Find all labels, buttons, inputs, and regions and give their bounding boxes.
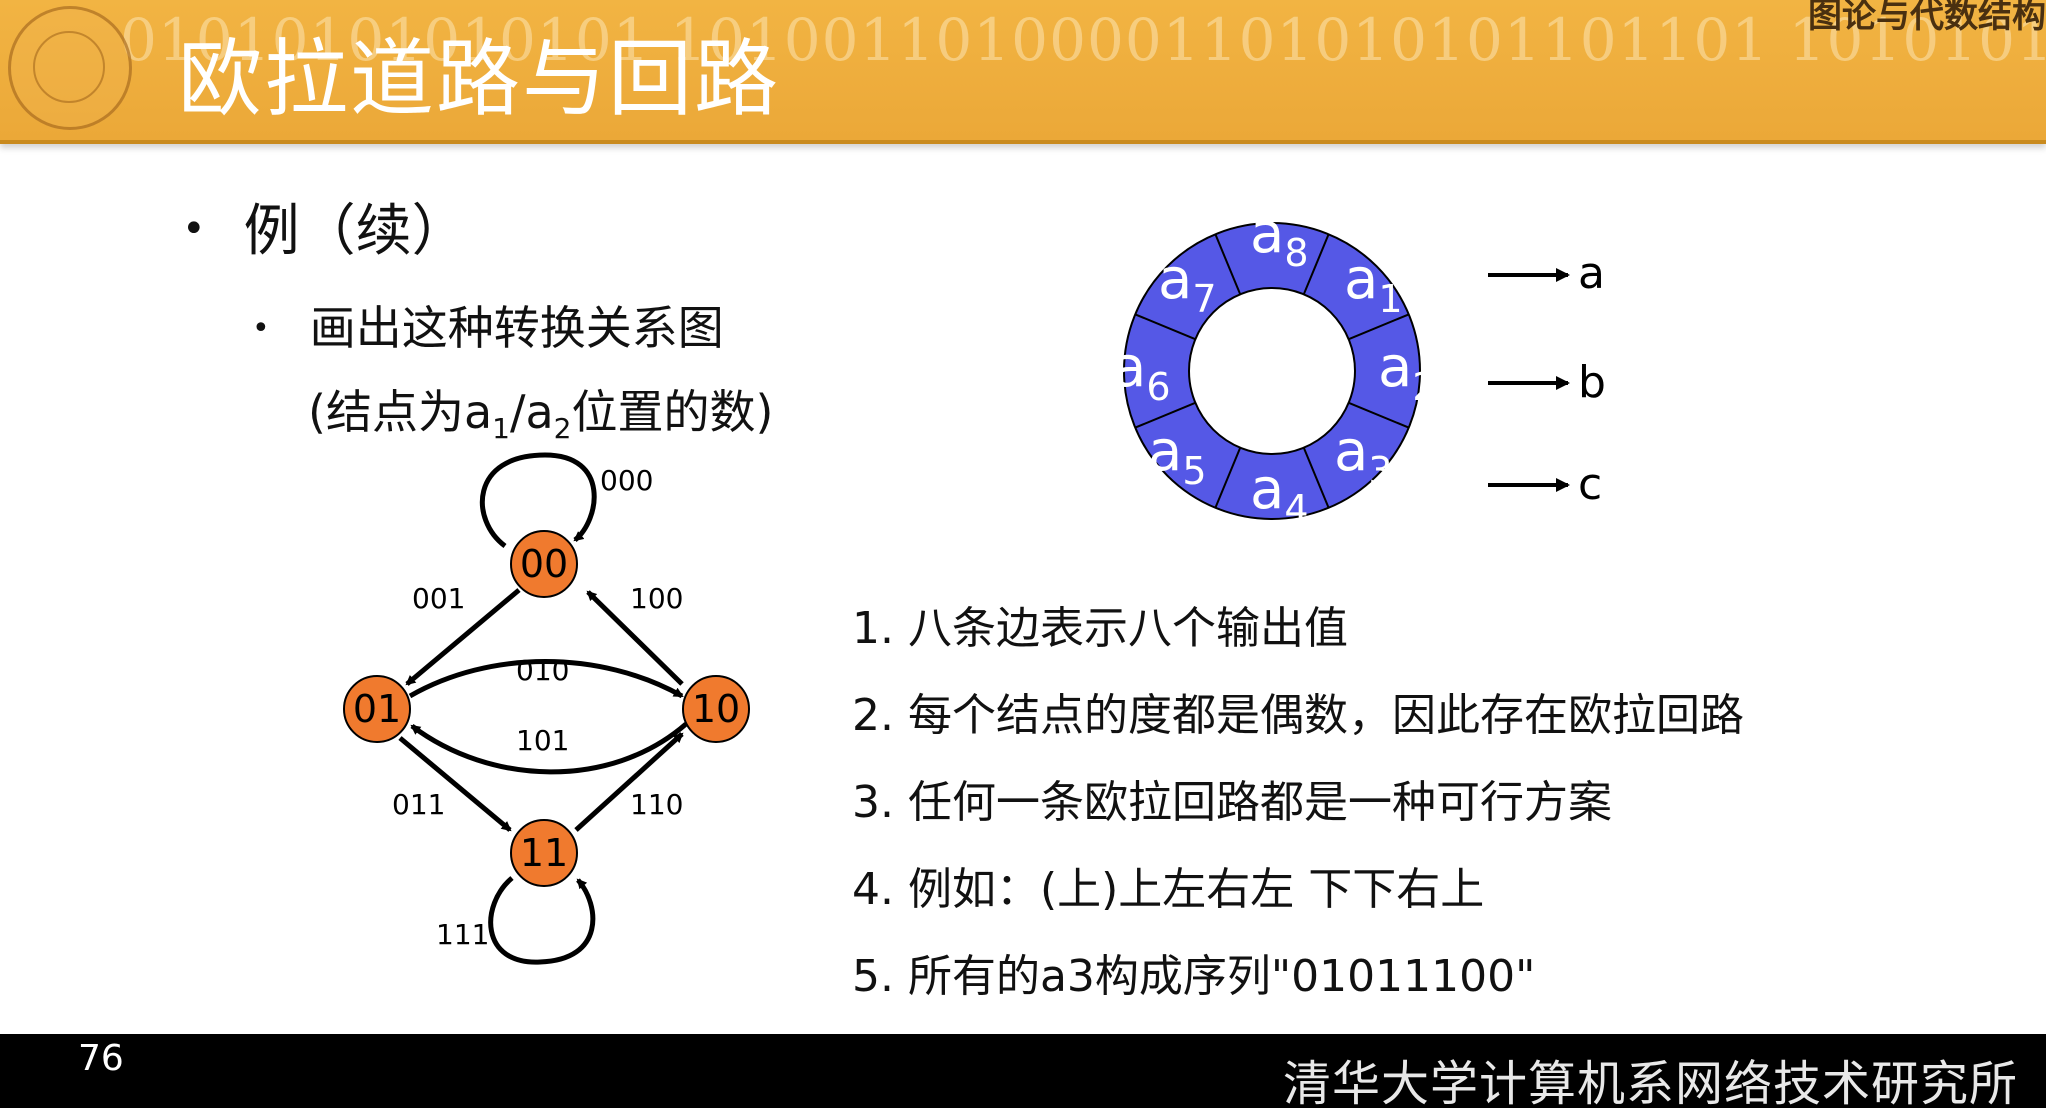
edge-label-001: 001 — [412, 582, 465, 615]
binary-background: 01010101010101 1010011010000110101010110… — [120, 6, 2046, 74]
edge-111 — [488, 876, 596, 965]
edge-label-100: 100 — [630, 582, 683, 615]
ring-segment-a3: a3 — [1334, 419, 1393, 493]
list-item: 2. 每个结点的度都是偶数，因此存在欧拉回路 — [852, 690, 1744, 741]
arrow-label-c: c — [1578, 459, 1602, 510]
bullet-example: •例（续） — [182, 199, 468, 264]
state-transition-graph: 000 001 010 011 100 101 110 111 00 01 10… — [343, 452, 750, 965]
node-10: 10 — [682, 675, 750, 743]
footer-bar — [0, 1034, 2046, 1108]
bullet-example-text: 例（续） — [243, 199, 468, 264]
ring-segment-a5: a5 — [1148, 419, 1207, 493]
course-name: 图论与代数结构 — [1808, 0, 2046, 36]
svg-text:10: 10 — [692, 687, 740, 731]
ring-segment-a7: a7 — [1158, 247, 1217, 321]
arrow-label-b: b — [1578, 357, 1606, 408]
bullet-draw-graph-text: 画出这种转换关系图 — [309, 301, 724, 355]
edge-label-110: 110 — [630, 788, 683, 821]
edge-110 — [574, 732, 684, 832]
ring-segment-a8: a8 — [1250, 201, 1309, 275]
edge-011 — [398, 736, 512, 832]
slide-title: 欧拉道路与回路 — [178, 30, 781, 128]
ring-segment-a2: a2 — [1378, 335, 1437, 409]
svg-text:01: 01 — [353, 687, 401, 731]
list-item: 1. 八条边表示八个输出值 — [852, 603, 1348, 654]
edge-010 — [408, 659, 684, 699]
university-seal-logo — [8, 6, 132, 130]
ring-segment-a6: a6 — [1112, 335, 1171, 409]
title-bar: 01010101010101 1010011010000110101010110… — [0, 0, 2046, 144]
ring-segment-a1: a1 — [1344, 247, 1403, 321]
edge-label-111: 111 — [436, 918, 489, 951]
institute-name: 清华大学计算机系网络技术研究所 — [1282, 1056, 2018, 1112]
list-item: 5. 所有的a3构成序列"01011100" — [852, 951, 1536, 1002]
edge-label-010: 010 — [516, 654, 569, 687]
edge-000 — [479, 452, 597, 549]
edge-label-011: 011 — [392, 788, 445, 821]
list-item: 3. 任何一条欧拉回路都是一种可行方案 — [852, 777, 1612, 828]
ring-diagram: a1 a2 a3 a4 a5 a6 a7 a8 a b c — [1112, 201, 1606, 531]
edge-100 — [586, 590, 684, 686]
bullet-draw-graph: •画出这种转换关系图 — [252, 301, 724, 355]
svg-text:00: 00 — [520, 542, 568, 586]
edge-001 — [405, 588, 521, 686]
edge-101 — [410, 722, 688, 775]
arrow-label-a: a — [1578, 248, 1605, 299]
ring-segment-a4: a4 — [1250, 457, 1309, 531]
node-01: 01 — [343, 675, 411, 743]
edge-label-101: 101 — [516, 724, 569, 757]
svg-text:11: 11 — [520, 831, 568, 875]
node-00: 00 — [510, 530, 578, 598]
numbered-list: 1. 八条边表示八个输出值 2. 每个结点的度都是偶数，因此存在欧拉回路 3. … — [852, 592, 1744, 1027]
list-item: 4. 例如：(上)上左右左 下下右上 — [852, 864, 1485, 915]
page-number: 76 — [78, 1038, 124, 1079]
edge-label-000: 000 — [600, 464, 653, 497]
bullet-node-note: (结点为a1/a2位置的数) — [308, 385, 774, 445]
node-11: 11 — [510, 819, 578, 887]
